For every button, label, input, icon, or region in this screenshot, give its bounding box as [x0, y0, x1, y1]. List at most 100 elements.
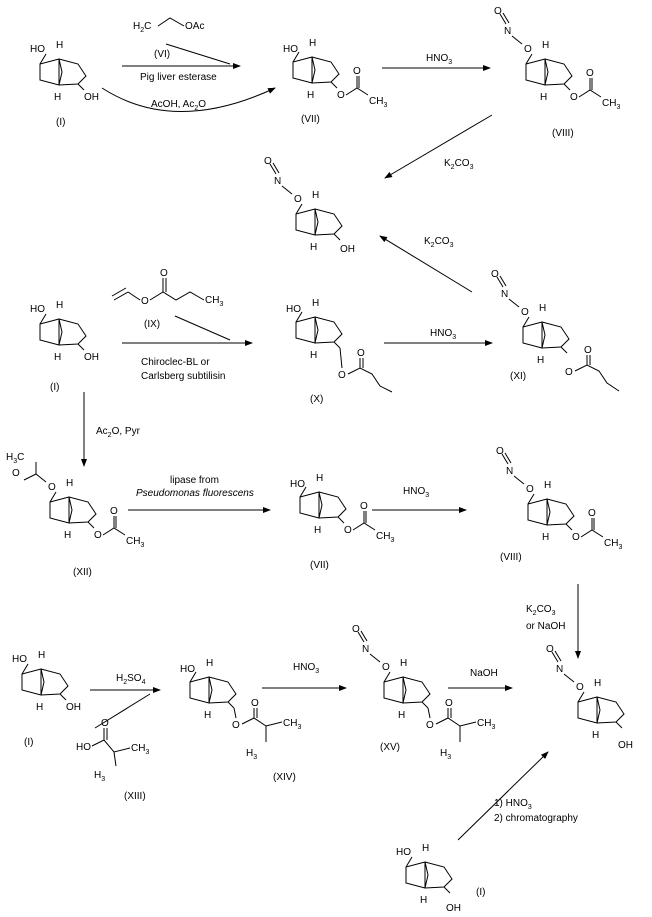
svg-text:Ac2O, Pyr: Ac2O, Pyr	[96, 426, 141, 439]
label-I-top: (I)	[56, 117, 65, 128]
svg-text:O: O	[264, 156, 272, 167]
svg-text:HO: HO	[30, 304, 45, 315]
svg-text:O: O	[12, 468, 20, 479]
svg-text:CH3: CH3	[205, 295, 223, 308]
svg-text:HO: HO	[396, 847, 411, 858]
label-VII-row3: (VII)	[310, 560, 329, 571]
svg-text:O: O	[344, 525, 352, 536]
reagent-chiroclec: Chiroclec-BL or	[141, 357, 210, 368]
svg-text:H: H	[312, 298, 319, 309]
molecule-mononitrate-middle: O N O H H OH	[264, 156, 355, 255]
svg-text:O: O	[357, 348, 365, 359]
atom-HO: HO	[30, 44, 45, 55]
svg-text:H3: H3	[440, 748, 451, 761]
svg-text:O: O	[141, 296, 149, 307]
molecule-VIII-top: O N O H H O O CH3	[494, 6, 620, 111]
svg-text:H: H	[398, 710, 405, 721]
svg-text:H: H	[310, 242, 317, 253]
svg-text:HO: HO	[286, 304, 301, 315]
atom-OH: OH	[84, 92, 99, 103]
svg-text:H2SO4: H2SO4	[116, 673, 146, 686]
label-VII-top: (VII)	[301, 114, 320, 125]
svg-text:O: O	[491, 269, 499, 280]
svg-text:N: N	[504, 26, 511, 37]
svg-text:N: N	[506, 466, 513, 477]
svg-text:N: N	[362, 644, 369, 655]
svg-text:O: O	[494, 6, 502, 17]
molecule-XIII: HO O CH3 H3	[76, 718, 149, 783]
molecule-I-bottom: HO H H OH	[396, 843, 461, 914]
reagent-pig-liver-esterase: Pig liver esterase	[140, 72, 217, 83]
molecule-XII: O O H3C H H O O CH3	[6, 452, 144, 549]
svg-text:N: N	[274, 176, 281, 187]
svg-text:HO: HO	[76, 742, 91, 753]
svg-text:H3C: H3C	[6, 452, 24, 465]
svg-text:H: H	[537, 355, 544, 366]
label-VIII-top: (VIII)	[552, 128, 574, 139]
svg-text:O: O	[48, 482, 56, 493]
svg-text:O: O	[570, 92, 578, 103]
svg-text:H: H	[420, 895, 427, 906]
label-XIII: (XIII)	[124, 791, 146, 802]
svg-text:H: H	[542, 40, 549, 51]
svg-text:O: O	[524, 44, 532, 55]
svg-text:HNO3: HNO3	[403, 486, 429, 499]
svg-text:H: H	[539, 303, 546, 314]
svg-text:H: H	[204, 710, 211, 721]
svg-text:H: H	[64, 530, 71, 541]
reagent-carlsberg: Carlsberg subtilisin	[141, 371, 225, 382]
svg-text:AcOH, Ac2O: AcOH, Ac2O	[151, 99, 206, 112]
label-XII: (XII)	[73, 567, 92, 578]
svg-text:H: H	[206, 658, 213, 669]
svg-text:CH3: CH3	[369, 96, 387, 109]
svg-text:O: O	[110, 506, 118, 517]
molecule-VII-top: HO H H O O CH3	[283, 38, 387, 109]
svg-text:HO: HO	[12, 654, 27, 665]
svg-text:H: H	[307, 90, 314, 101]
svg-text:CH3: CH3	[126, 536, 144, 549]
molecule-VII-row3: HO H H O O CH3	[290, 473, 394, 544]
svg-text:1) HNO3: 1) HNO3	[494, 798, 532, 811]
svg-text:H3: H3	[246, 748, 257, 761]
svg-text:H: H	[542, 532, 549, 543]
svg-text:H: H	[56, 300, 63, 311]
svg-text:O: O	[584, 345, 592, 356]
svg-text:O: O	[576, 682, 584, 693]
molecule-I-row2: HO H H OH	[30, 300, 99, 363]
molecule-XIV: HO H H O O CH3 H3	[180, 658, 301, 761]
svg-text:H: H	[36, 702, 43, 713]
svg-text:N: N	[556, 664, 563, 675]
molecule-VI: H2C OAc	[133, 17, 204, 34]
svg-text:K2CO3: K2CO3	[424, 236, 454, 249]
svg-text:H: H	[309, 38, 316, 49]
svg-text:O: O	[352, 624, 360, 635]
label-VI: (VI)	[154, 49, 170, 60]
svg-text:H: H	[312, 190, 319, 201]
svg-text:O: O	[251, 698, 259, 709]
label-IX: (IX)	[144, 319, 160, 330]
svg-text:O: O	[496, 446, 504, 457]
svg-text:H: H	[310, 350, 317, 361]
svg-text:H: H	[592, 730, 599, 741]
svg-text:O: O	[382, 662, 390, 673]
svg-text:O: O	[337, 90, 345, 101]
svg-text:HO: HO	[283, 44, 298, 55]
svg-text:HNO3: HNO3	[426, 53, 452, 66]
atom-H: H	[56, 40, 63, 51]
reagent-lipase-line1: lipase from	[170, 475, 219, 486]
molecule-XV: O N O H H O O CH3 H3	[352, 624, 495, 761]
reagent-naoh: NaOH	[470, 668, 498, 679]
svg-text:O: O	[360, 501, 368, 512]
svg-text:H: H	[400, 658, 407, 669]
svg-text:O: O	[565, 367, 573, 378]
svg-text:O: O	[521, 307, 529, 318]
reagent-lipase-line2: Pseudomonas fluorescens	[136, 488, 254, 499]
atom-H: H	[54, 92, 61, 103]
molecule-X: HO H H O O	[286, 298, 393, 393]
svg-text:O: O	[232, 720, 240, 731]
svg-text:O: O	[426, 720, 434, 731]
svg-text:O: O	[572, 532, 580, 543]
svg-text:H: H	[544, 480, 551, 491]
molecule-VIII-row3: O N O H H O O CH3	[496, 446, 622, 551]
